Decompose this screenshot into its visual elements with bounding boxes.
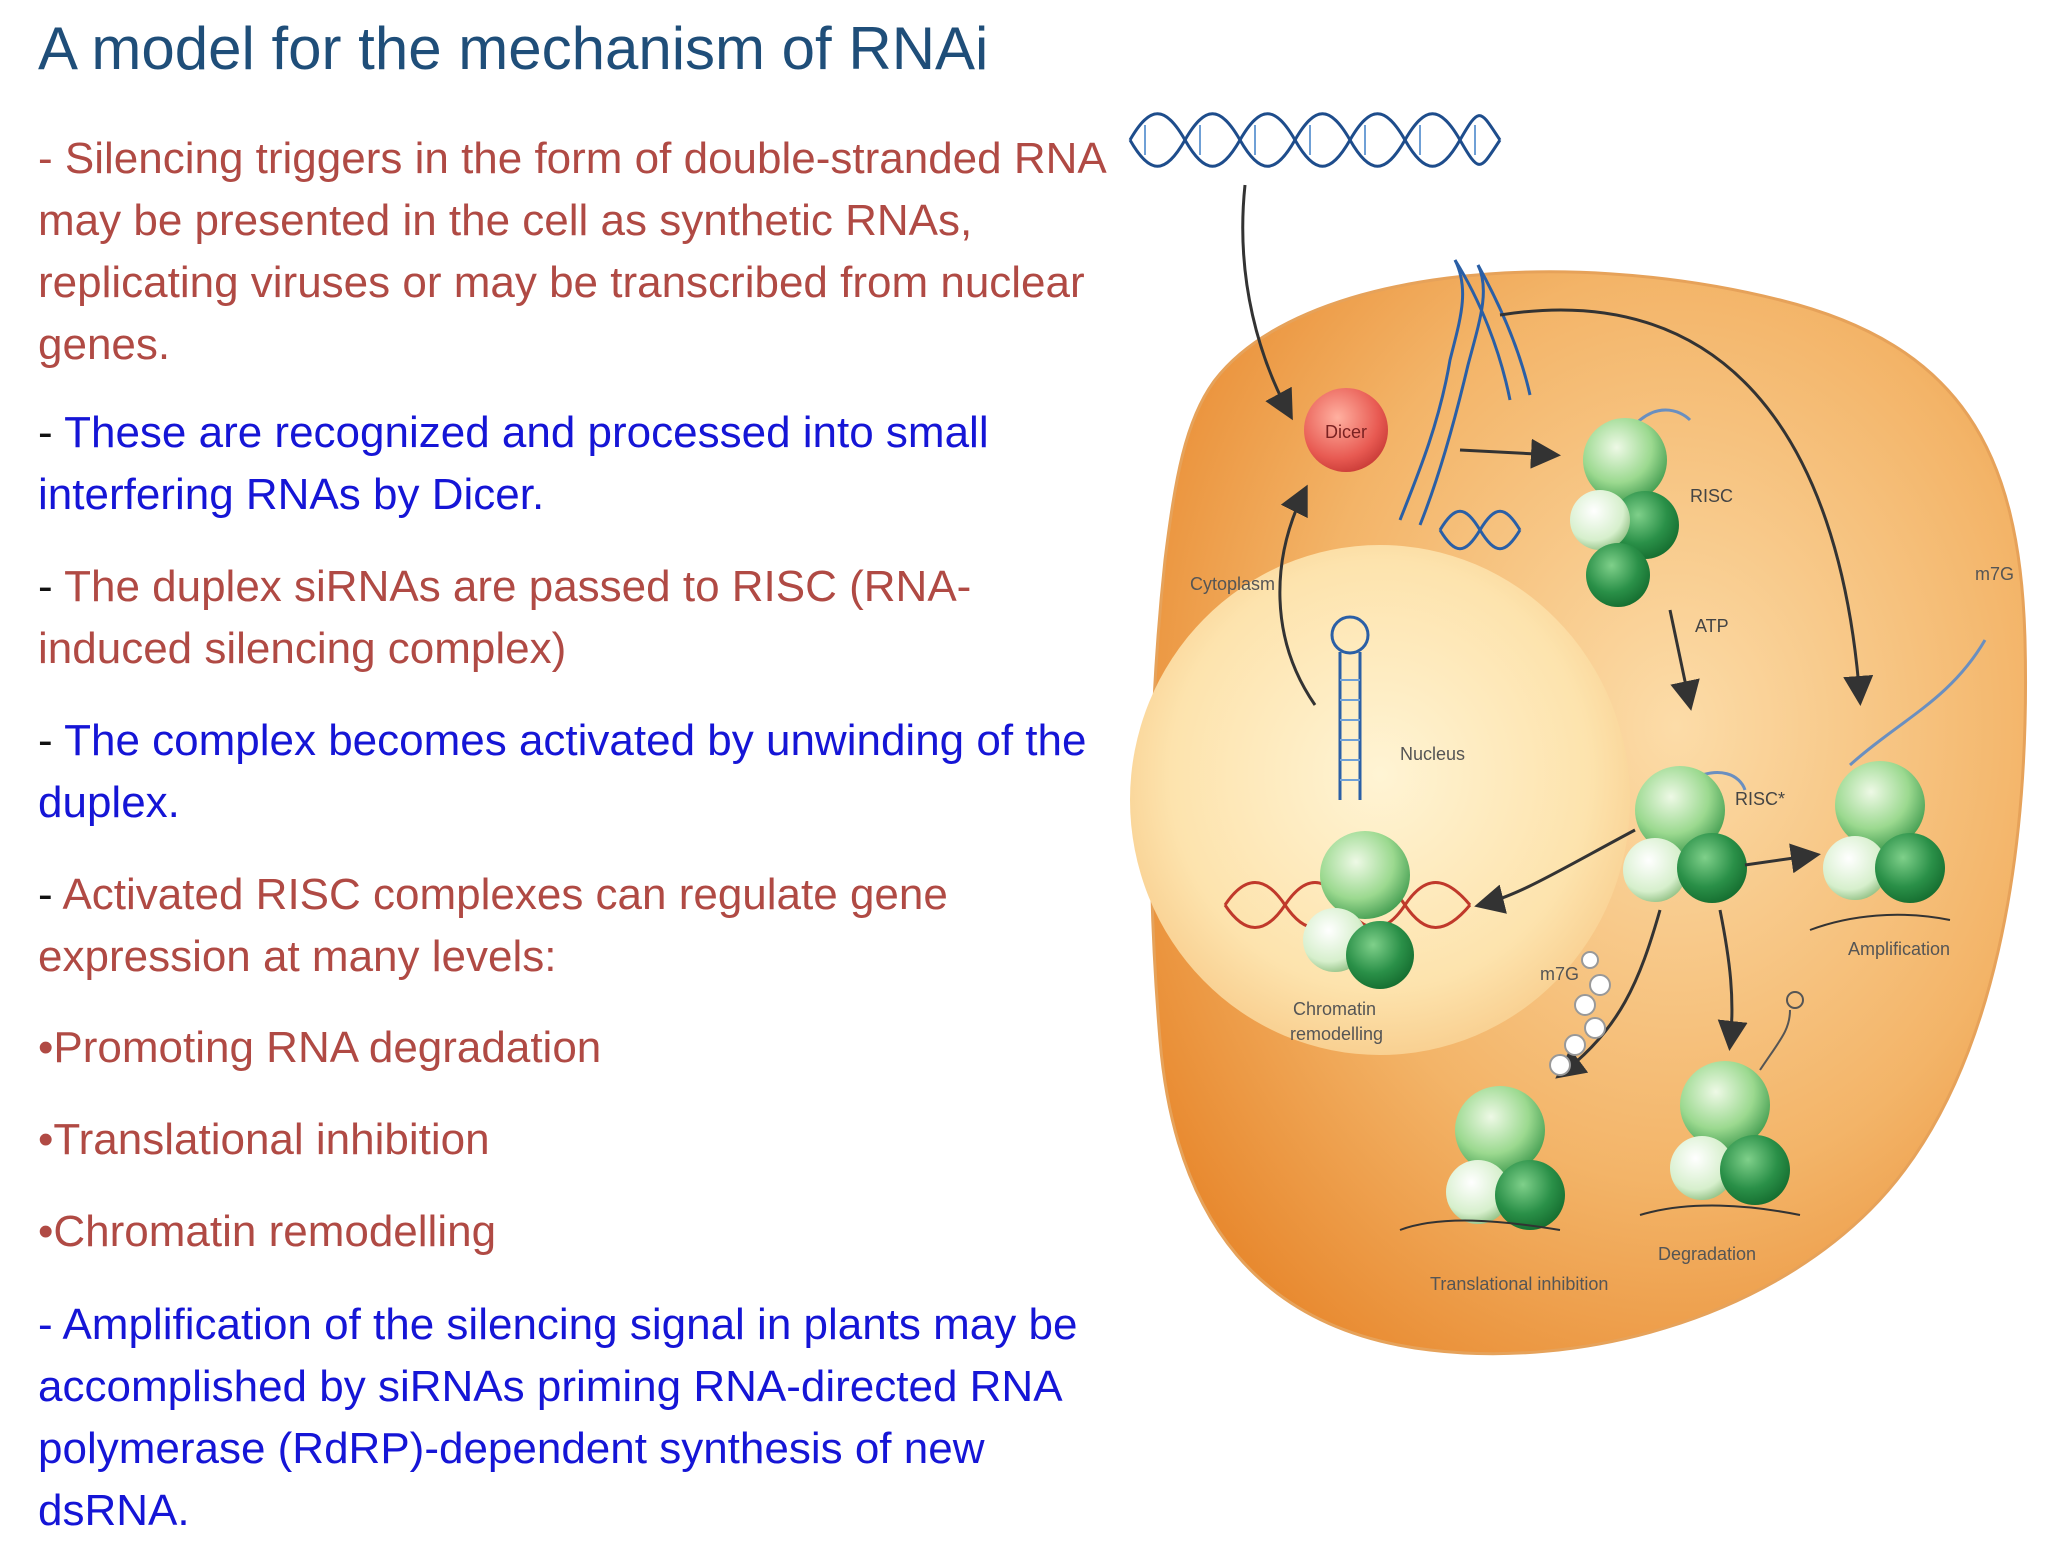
risc-chromatin (1303, 831, 1414, 989)
bullet-dash: - (38, 562, 65, 611)
chromatin-label-2: remodelling (1290, 1024, 1383, 1044)
translational-inhibition-label: Translational inhibition (1430, 1274, 1608, 1294)
bullet-text: •Chromatin remodelling (38, 1207, 497, 1256)
bullet-text: - Amplification of the silencing signal … (38, 1300, 1078, 1535)
m7g-center-label: m7G (1540, 964, 1579, 984)
chromatin-label-1: Chromatin (1293, 999, 1376, 1019)
bullet-regulation: - Activated RISC complexes can regulate … (38, 864, 1118, 988)
bullet-amplification: - Amplification of the silencing signal … (38, 1294, 1118, 1542)
cytoplasm-label: Cytoplasm (1190, 574, 1275, 594)
bullet-dash: - (38, 870, 63, 919)
atp-label: ATP (1695, 616, 1729, 636)
bullet-text: The complex becomes activated by unwindi… (38, 716, 1087, 827)
bullet-activation: - The complex becomes activated by unwin… (38, 710, 1118, 834)
risc-active-label: RISC* (1735, 789, 1785, 809)
risc-degradation (1639, 991, 1804, 1216)
bullet-text: •Promoting RNA degradation (38, 1023, 602, 1072)
m7g-right-label: m7G (1975, 564, 2014, 584)
sub-bullet-degradation: •Promoting RNA degradation (38, 1017, 1118, 1079)
risc-label: RISC (1690, 486, 1733, 506)
degradation-label: Degradation (1658, 1244, 1756, 1264)
bullet-silencing-triggers: - Silencing triggers in the form of doub… (38, 128, 1118, 376)
ribosome-beads (1549, 951, 1611, 1076)
bullet-text: - Silencing triggers in the form of doub… (38, 134, 1105, 369)
bullet-dicer-processing: - These are recognized and processed int… (38, 402, 1118, 526)
bullet-text: Activated RISC complexes can regulate ge… (38, 870, 948, 981)
dsrna-helix-top (1128, 112, 1502, 168)
sub-bullet-translational: •Translational inhibition (38, 1109, 1118, 1171)
bullet-risc-transfer: - The duplex siRNAs are passed to RISC (… (38, 556, 1118, 680)
risc-complex (1570, 408, 1692, 607)
risc-active (1623, 766, 1747, 903)
bullet-text: The duplex siRNAs are passed to RISC (RN… (38, 562, 972, 673)
bullet-text: •Translational inhibition (38, 1115, 490, 1164)
rnai-diagram: Dicer RISC ATP Cytoplasm Nucleus (1128, 112, 2028, 1356)
dicer-enzyme (1304, 388, 1388, 472)
amplification-label: Amplification (1848, 939, 1950, 959)
sirna-small (1438, 509, 1522, 551)
bullet-text: These are recognized and processed into … (38, 408, 989, 519)
dsrna-cleavage (1398, 259, 1532, 526)
risc-translational (1399, 1086, 1565, 1231)
slide-title: A model for the mechanism of RNAi (38, 15, 989, 82)
dicer-label: Dicer (1325, 422, 1367, 442)
nucleus-label: Nucleus (1400, 744, 1465, 764)
risc-amplification (1809, 639, 1987, 931)
sub-bullet-chromatin: •Chromatin remodelling (38, 1201, 1118, 1263)
bullet-dash: - (38, 408, 65, 457)
hairpin-rna (1330, 615, 1370, 800)
bullet-dash: - (38, 716, 65, 765)
